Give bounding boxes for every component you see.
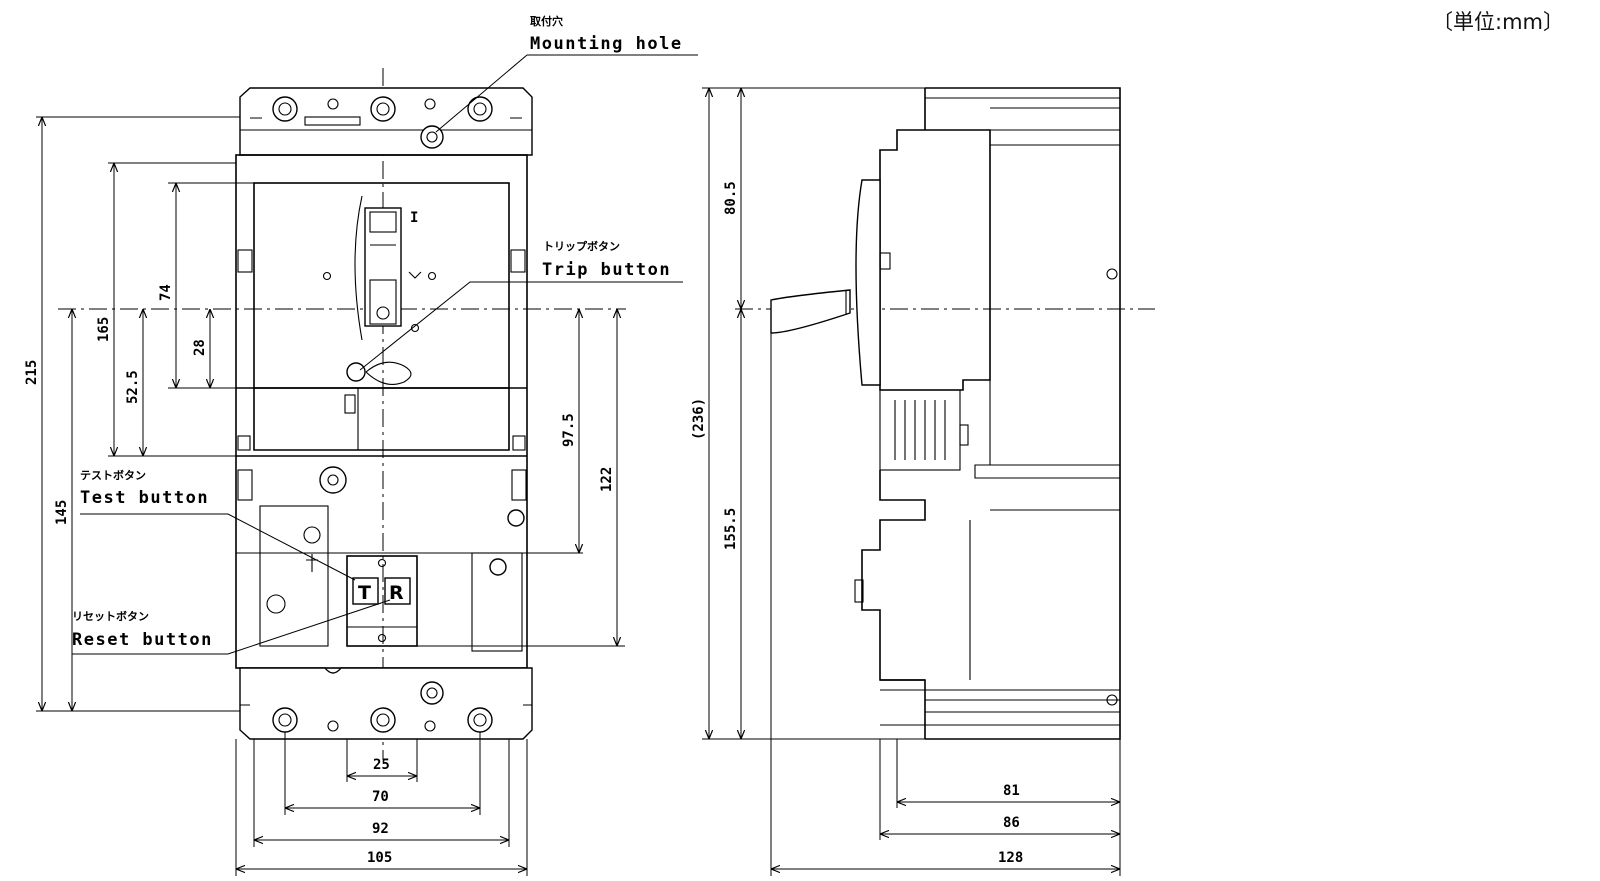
side-accessory-ribs	[879, 389, 969, 471]
trip-button-label-en: Trip button	[542, 260, 671, 280]
test-reset-button-block	[346, 555, 418, 647]
unit-label: 〔単位:mm〕	[1432, 10, 1564, 34]
mounting-hole-label-jp: 取付穴	[530, 14, 563, 28]
side-handle	[770, 289, 851, 334]
trip-button-callout: トリップボタン Trip button	[359, 239, 683, 371]
mounting-hole-top	[420, 125, 444, 149]
trip-button-label-jp: トリップボタン	[543, 239, 620, 253]
bottom-terminal-block	[239, 667, 533, 740]
reset-button-label-en: Reset button	[72, 630, 213, 650]
dim-92: 92	[372, 821, 389, 837]
reset-button[interactable]: R	[384, 577, 411, 605]
dim-86: 86	[1003, 815, 1020, 831]
operating-handle[interactable]	[354, 195, 402, 341]
dim-145: 145	[54, 500, 70, 525]
reset-button-callout: リセットボタン Reset button	[72, 599, 391, 655]
dim-52-5: 52.5	[125, 370, 141, 404]
dim-70: 70	[372, 789, 389, 805]
dim-155-5: 155.5	[723, 508, 739, 550]
dim-81: 81	[1003, 783, 1020, 799]
test-button-letter: T	[358, 582, 371, 604]
test-button-label-jp: テストボタン	[80, 468, 146, 482]
bottom-terminal-screws	[272, 707, 493, 733]
dim-74: 74	[158, 284, 174, 301]
mounting-hole-callout: 取付穴 Mounting hole	[435, 14, 698, 133]
dim-122: 122	[599, 467, 615, 492]
mounting-hole-bottom	[420, 681, 444, 705]
side-view: (236) 80.5 155.5 81 86 128	[691, 87, 1155, 876]
top-terminal-block	[239, 87, 533, 156]
top-terminal-screws	[272, 96, 493, 126]
front-view: I	[24, 14, 698, 876]
dim-128: 128	[998, 850, 1023, 866]
side-escutcheon	[855, 179, 881, 386]
test-button[interactable]: T	[352, 577, 379, 605]
test-button-callout: テストボタン Test button	[80, 468, 356, 581]
dim-97-5: 97.5	[561, 413, 577, 447]
dim-28: 28	[192, 339, 208, 356]
test-button-label-en: Test button	[80, 488, 209, 508]
dim-25: 25	[373, 757, 390, 773]
handle-on-mark: I	[410, 210, 418, 226]
knob-icon	[319, 466, 347, 494]
dim-215: 215	[24, 360, 40, 385]
dim-80-5: 80.5	[723, 181, 739, 215]
dim-105: 105	[367, 850, 392, 866]
dim-236: (236)	[691, 398, 707, 440]
reset-button-letter: R	[389, 582, 404, 604]
trip-button[interactable]	[346, 361, 412, 385]
mounting-hole-label-en: Mounting hole	[530, 34, 683, 54]
dim-165: 165	[96, 317, 112, 342]
reset-button-label-jp: リセットボタン	[72, 609, 149, 623]
